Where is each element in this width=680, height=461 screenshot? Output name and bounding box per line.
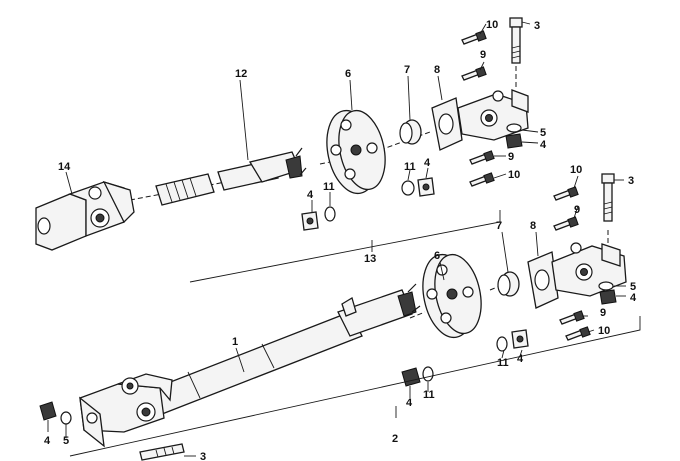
flange-yoke-8-lower bbox=[527, 242, 627, 309]
nuts-lower bbox=[401, 281, 617, 387]
screws-upper bbox=[461, 30, 495, 187]
callout-10-lower: 10 bbox=[598, 325, 610, 337]
callout-6-upper: 6 bbox=[345, 68, 351, 80]
bushing-7-lower bbox=[497, 271, 520, 297]
lower-axis-line bbox=[409, 230, 609, 319]
callout-4-bottom: 4 bbox=[44, 435, 51, 447]
callout-4-upper-left: 4 bbox=[307, 189, 314, 201]
callout-6-lower: 6 bbox=[434, 250, 440, 262]
nuts-bottom-left bbox=[39, 401, 72, 425]
callout-8-lower: 8 bbox=[530, 220, 536, 232]
callout-9-lower: 9 bbox=[600, 307, 606, 319]
callout-3-bottom: 3 bbox=[200, 451, 206, 461]
bolt-3-right bbox=[601, 173, 615, 222]
callout-9-lower-top: 9 bbox=[574, 204, 580, 216]
callout-3-top: 3 bbox=[534, 20, 540, 32]
screws-lower bbox=[553, 186, 591, 341]
callout-12: 12 bbox=[235, 68, 247, 80]
callout-13: 13 bbox=[364, 253, 376, 265]
callout-8-upper: 8 bbox=[434, 64, 440, 76]
callout-10-upper: 10 bbox=[508, 169, 520, 181]
flex-disc-6-lower bbox=[422, 253, 482, 339]
bolt-3-bottom bbox=[139, 443, 185, 461]
callout-11-lower: 11 bbox=[497, 357, 509, 369]
callout-4-lower-mid: 4 bbox=[517, 353, 524, 365]
callout-10-top: 10 bbox=[486, 19, 498, 31]
callout-labels: 12 6 7 8 10 9 3 5 4 9 10 11 4 4 11 14 13… bbox=[44, 19, 637, 461]
callout-5-bottom: 5 bbox=[63, 435, 69, 447]
callout-1: 1 bbox=[232, 336, 238, 348]
callout-4-lower-right: 4 bbox=[630, 292, 637, 304]
upper-assembly bbox=[35, 17, 529, 251]
callout-11-upper-left: 11 bbox=[323, 181, 335, 193]
callout-10-lower-top: 10 bbox=[570, 164, 582, 176]
column-tube-1 bbox=[149, 283, 421, 415]
callout-5-lower: 5 bbox=[630, 281, 636, 293]
callout-11-lower-left: 11 bbox=[423, 389, 435, 401]
callout-9-upper: 9 bbox=[508, 151, 514, 163]
group-13-bracket bbox=[189, 210, 501, 283]
universal-joint-lower bbox=[79, 373, 173, 448]
nuts-upper bbox=[301, 123, 523, 231]
callout-3-right: 3 bbox=[628, 175, 634, 187]
callout-4-upper-mid: 4 bbox=[424, 157, 431, 169]
callout-7-upper: 7 bbox=[404, 64, 410, 76]
callout-2: 2 bbox=[392, 433, 398, 445]
callout-4-lower-left: 4 bbox=[406, 397, 413, 409]
flex-disc-6 bbox=[326, 109, 386, 195]
universal-joint-14 bbox=[35, 180, 135, 251]
callout-7-lower: 7 bbox=[496, 220, 502, 232]
callout-5-upper: 5 bbox=[540, 127, 546, 139]
callout-4-upper-right: 4 bbox=[540, 139, 547, 151]
callout-9-top: 9 bbox=[480, 49, 486, 61]
inner-shaft-12 bbox=[155, 147, 307, 206]
bolt-3-upper bbox=[509, 17, 523, 88]
lower-assembly bbox=[39, 173, 627, 461]
callout-11-upper: 11 bbox=[404, 161, 416, 173]
callout-14: 14 bbox=[58, 161, 71, 173]
group-2-bracket bbox=[69, 316, 641, 457]
bushing-7 bbox=[399, 119, 422, 145]
leader-lines bbox=[47, 21, 626, 457]
